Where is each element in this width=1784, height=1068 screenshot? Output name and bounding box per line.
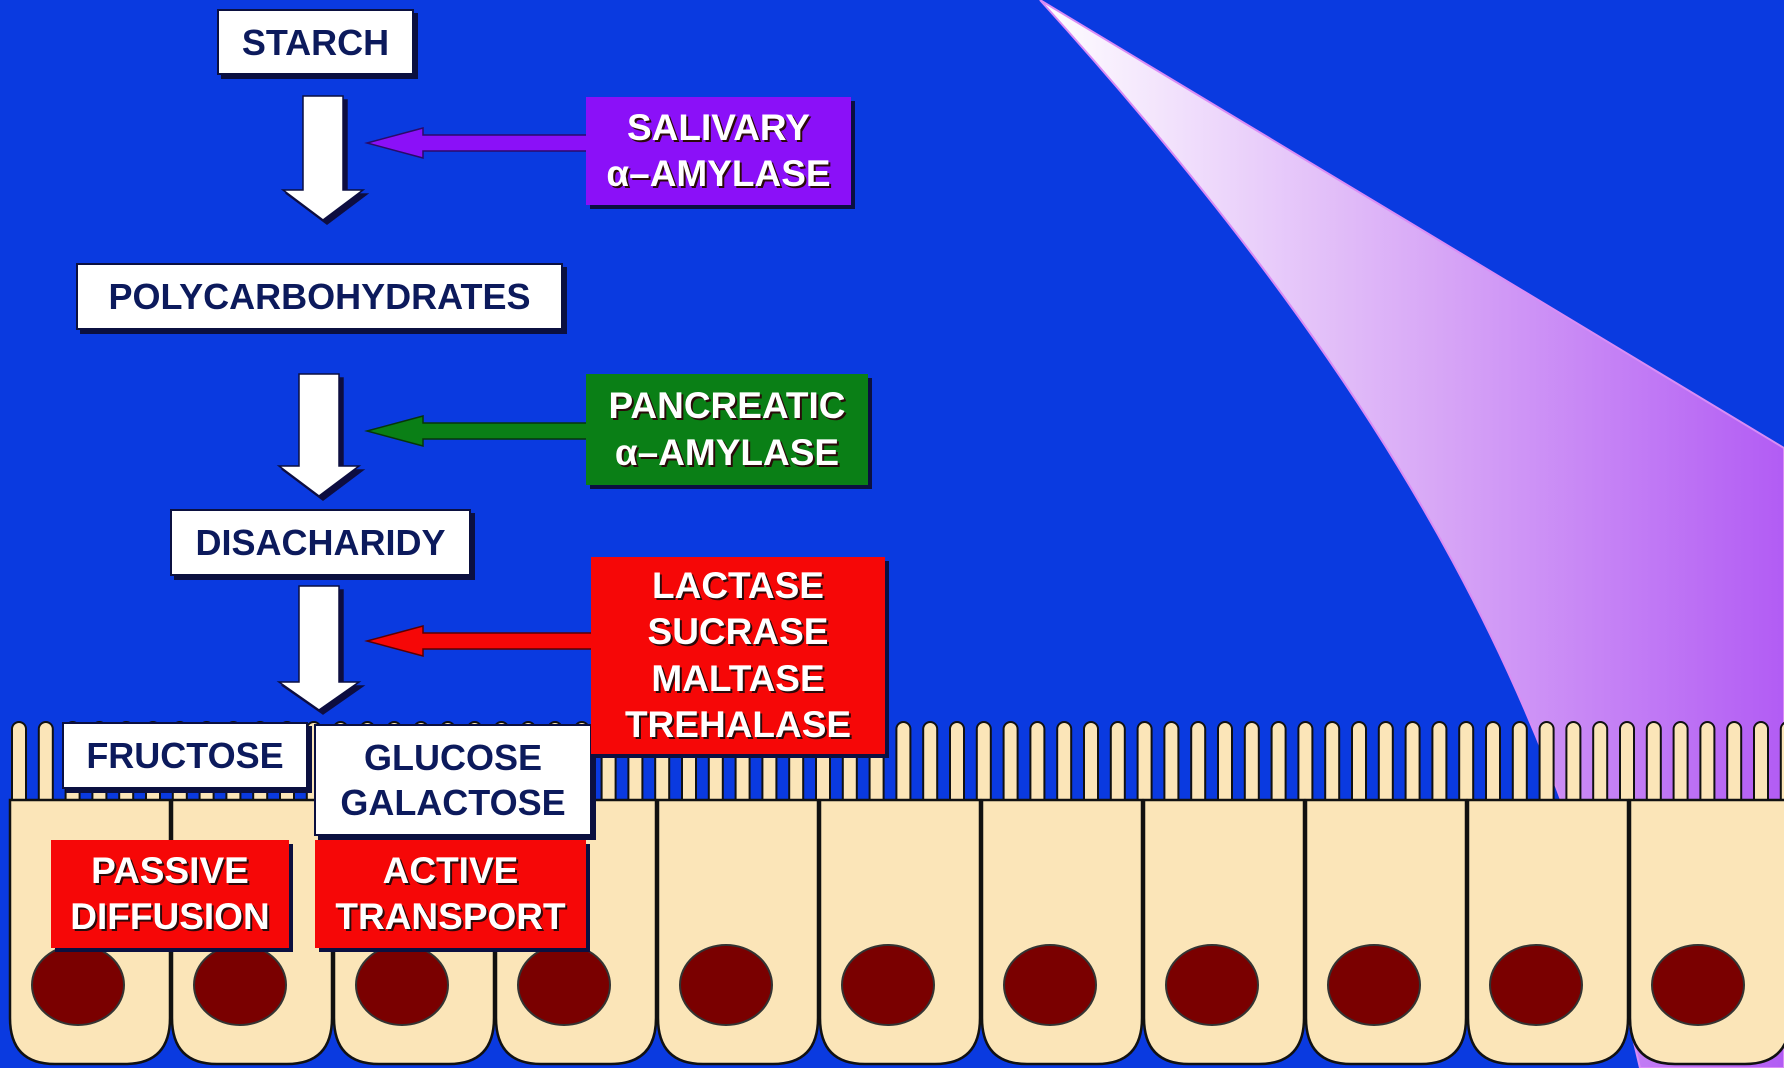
disacharidy-box: DISACHARIDY: [170, 509, 471, 576]
cell-nucleus: [1652, 945, 1744, 1025]
polycarbohydrates-box: POLYCARBOHYDRATES: [76, 263, 563, 330]
cell-nucleus: [1490, 945, 1582, 1025]
cell-nucleus: [518, 945, 610, 1025]
down-arrow-1: [283, 96, 363, 220]
cell-nucleus: [356, 945, 448, 1025]
cell-nucleus: [32, 945, 124, 1025]
fructose-box: FRUCTOSE: [62, 722, 308, 789]
cell-nucleus: [842, 945, 934, 1025]
passive-diffusion-box: PASSIVE DIFFUSION: [51, 840, 289, 948]
cell-nucleus: [1328, 945, 1420, 1025]
starch-box: STARCH: [217, 9, 414, 75]
down-arrow-3: [279, 586, 359, 710]
salivary-amylase-box: SALIVARY α–AMYLASE: [586, 97, 851, 205]
glucose-galactose-box: GLUCOSE GALACTOSE: [314, 724, 592, 836]
brush-border-arrow: [367, 626, 592, 656]
down-arrow-2: [279, 374, 359, 496]
pancreatic-arrow: [367, 416, 587, 446]
pancreatic-amylase-box: PANCREATIC α–AMYLASE: [586, 374, 868, 485]
cell-nucleus: [194, 945, 286, 1025]
active-transport-box: ACTIVE TRANSPORT: [315, 840, 586, 948]
cell-nucleus: [680, 945, 772, 1025]
cell-nucleus: [1004, 945, 1096, 1025]
brush-border-enzymes-box: LACTASE SUCRASE MALTASE TREHALASE: [591, 557, 885, 754]
cell-nucleus: [1166, 945, 1258, 1025]
salivary-arrow: [367, 128, 587, 158]
